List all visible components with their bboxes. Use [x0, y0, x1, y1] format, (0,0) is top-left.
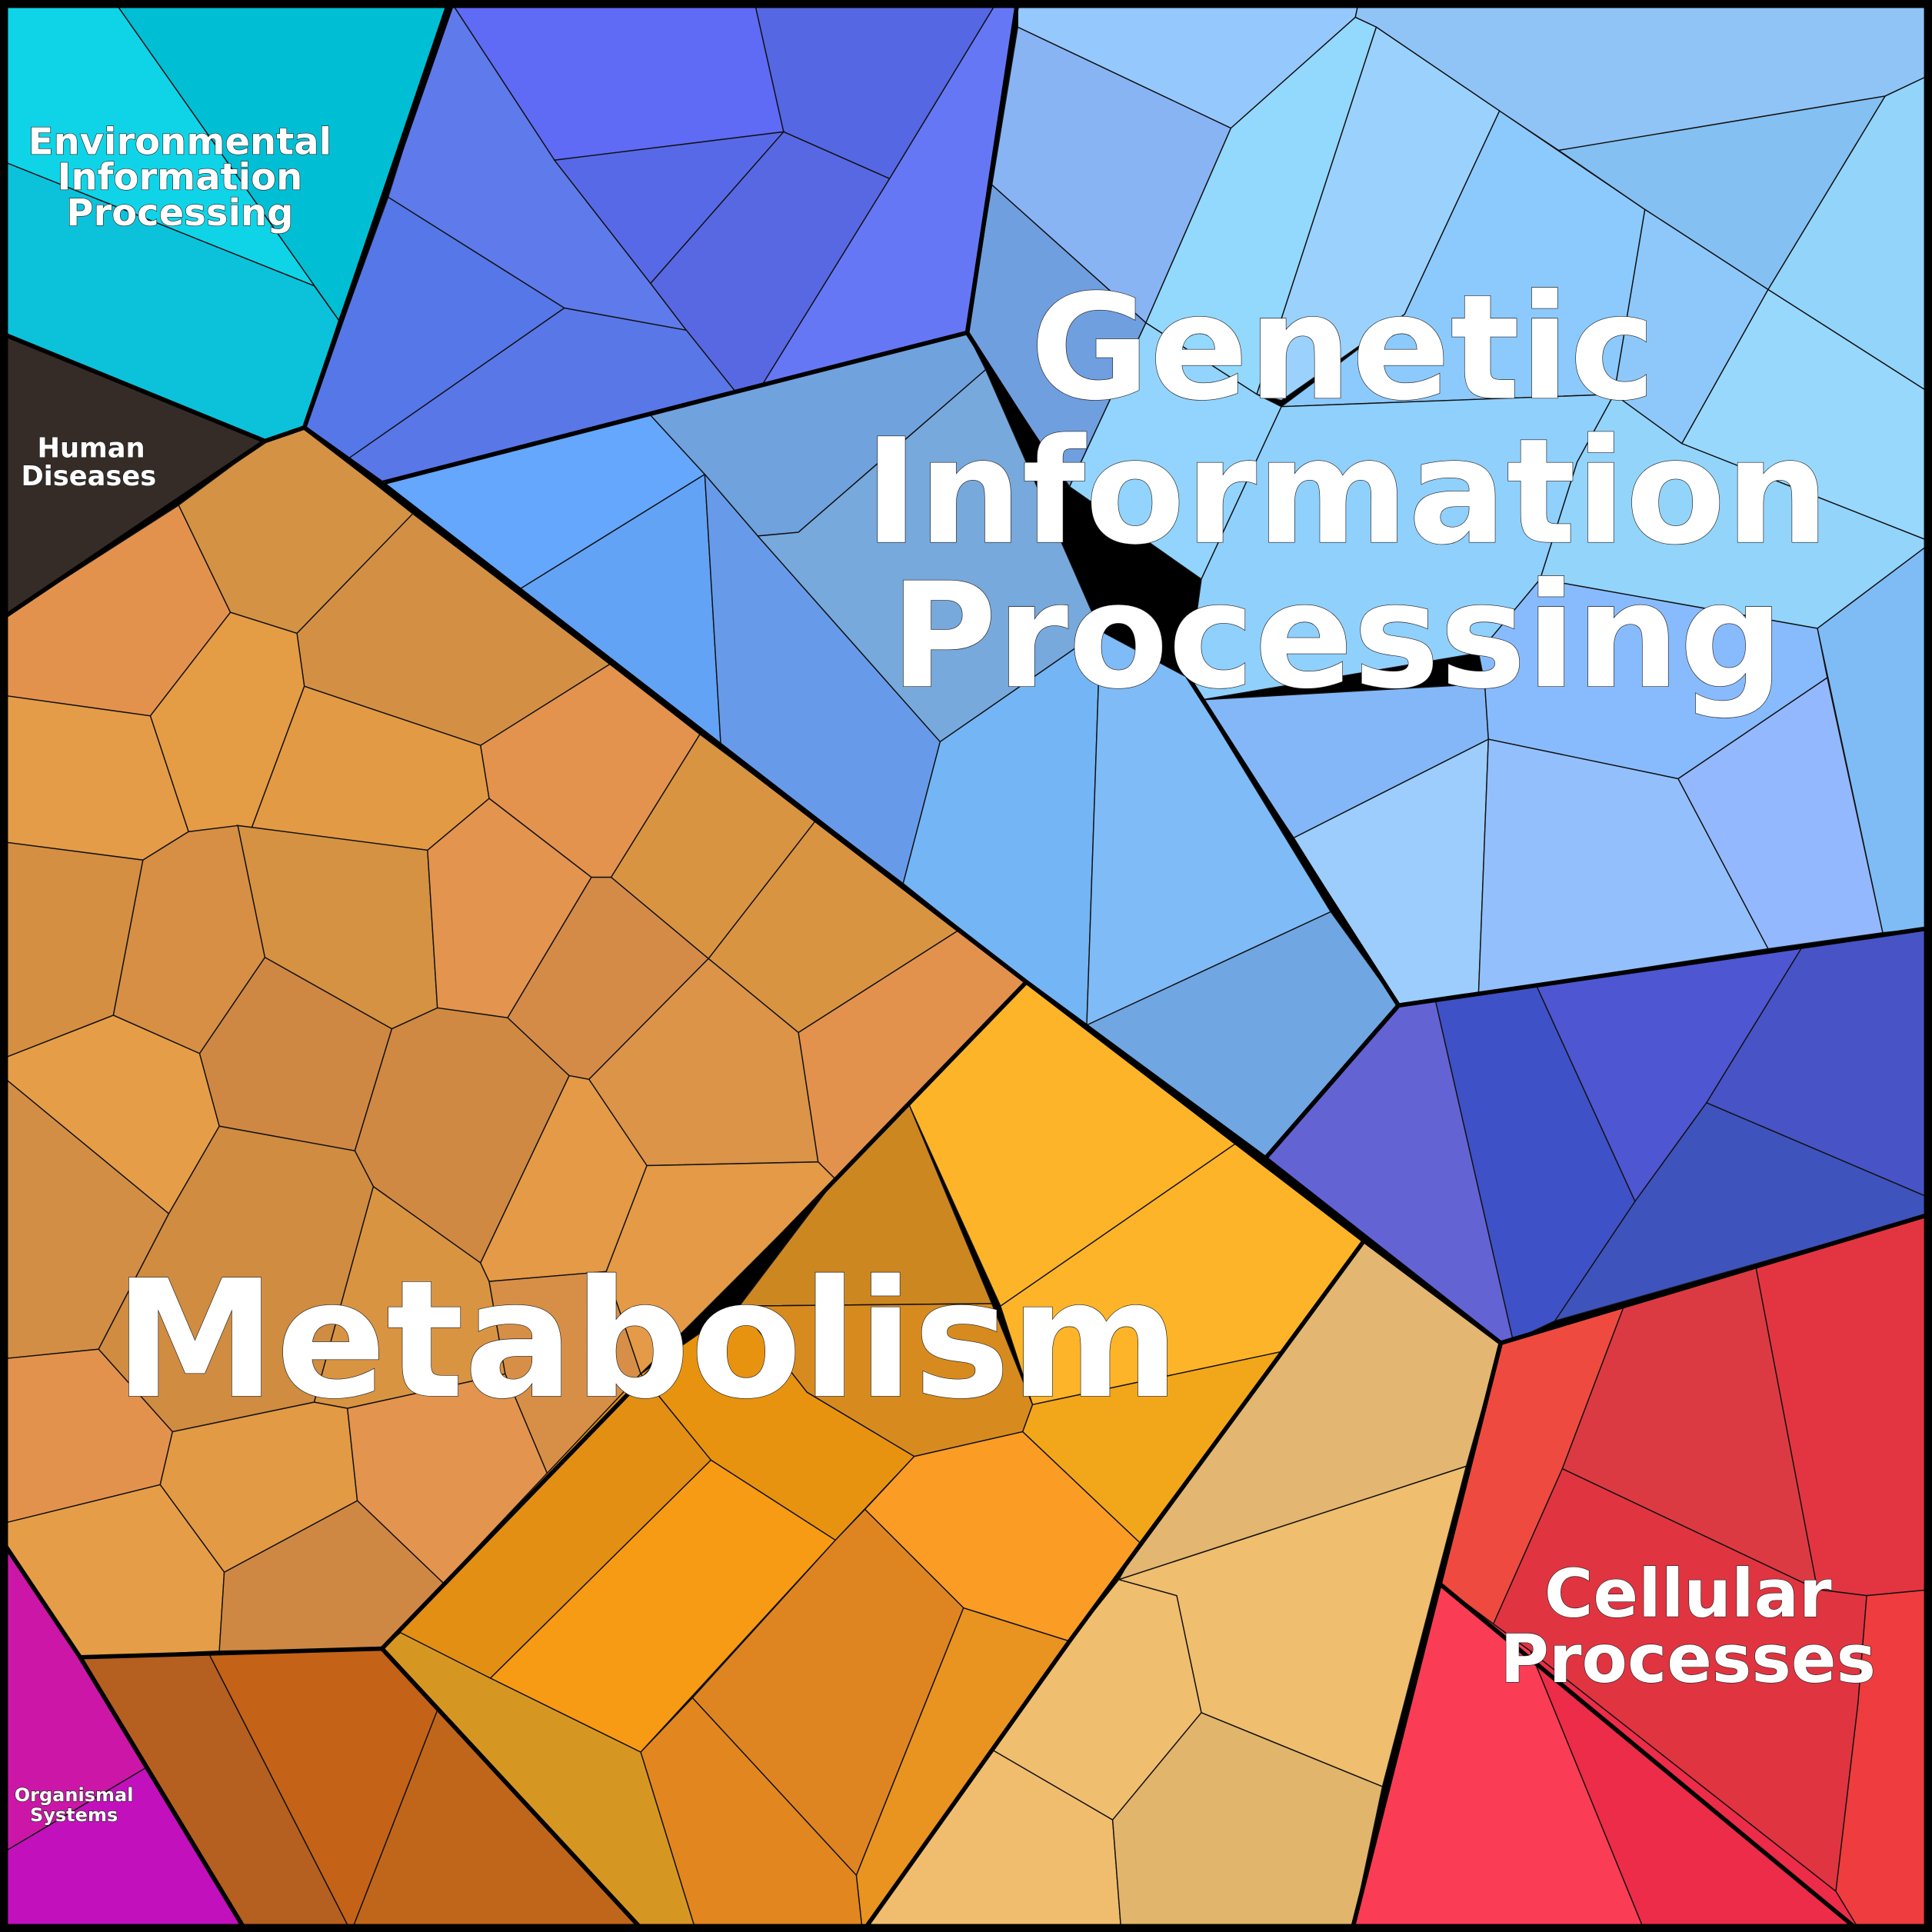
- environmental-line1: Environmental: [28, 120, 331, 163]
- cellular-line1: Cellular: [1544, 1556, 1832, 1633]
- genetic-cell: [1767, 73, 1932, 395]
- genetic-cell: [1677, 676, 1884, 950]
- organismal-cell: [0, 1767, 248, 1932]
- genetic-line1: Genetic: [1031, 263, 1656, 432]
- metabolism-line1: Metabolism: [114, 1245, 1179, 1434]
- organismal-line2: Systems: [30, 1804, 118, 1826]
- genetic-line3: Processing: [890, 551, 1784, 721]
- label-cellular: Cellular Processes: [1500, 1555, 1877, 1698]
- label-metabolism: Metabolism: [114, 1244, 1181, 1434]
- organismal-outline: [0, 1535, 249, 1932]
- environmental-line2: Information: [57, 156, 302, 199]
- genetic-cell: [1256, 26, 1501, 401]
- environmental-line3: Processing: [66, 192, 293, 235]
- human-diseases-line1: Human: [37, 432, 145, 464]
- organismal-line1: Organismal: [15, 1784, 134, 1806]
- cellular-outline: [1349, 1211, 1932, 1932]
- metabolism-cell: [855, 1607, 1071, 1932]
- cellular-sub-outline: [1437, 1581, 1862, 1932]
- metabolism-cell: [1111, 1711, 1384, 1932]
- label-genetic: Genetic Information Processing: [864, 263, 1830, 721]
- label-organismal: Organismal Systems: [14, 1784, 134, 1827]
- metabolism-cell: [605, 1161, 837, 1375]
- genetic-line2: Information: [864, 408, 1829, 577]
- label-human-diseases: Human Diseases: [21, 432, 157, 493]
- genetic-cell: [1681, 288, 1932, 543]
- label-environmental: Environmental Information Processing: [28, 120, 332, 235]
- human-diseases-line2: Diseases: [21, 461, 156, 492]
- cellular-line2: Processes: [1501, 1621, 1877, 1698]
